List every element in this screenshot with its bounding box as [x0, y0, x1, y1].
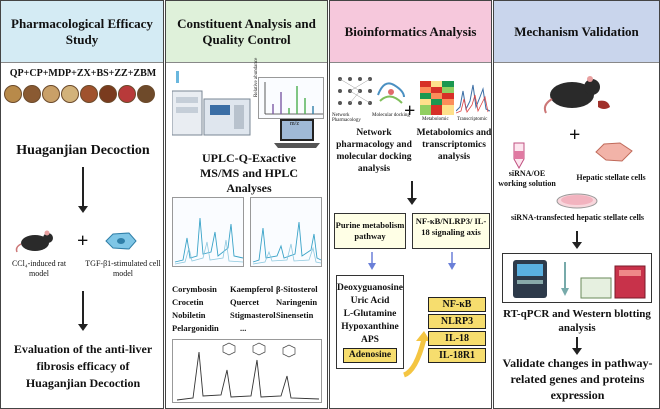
omics-analysis-text: Metabolomics and transcriptomics analysi…: [416, 128, 492, 162]
network-icon: [334, 73, 374, 118]
curved-arrow: [402, 331, 432, 384]
panel-title: Constituent Analysis and Quality Control: [166, 1, 327, 63]
metabolomic-label: Metabolomic: [422, 117, 449, 122]
plus-sign: +: [569, 124, 581, 146]
herb-photo: [61, 85, 79, 103]
metabolite: APS: [361, 335, 379, 345]
herb-photo: [23, 85, 41, 103]
ms-spectrum-plot: [258, 77, 324, 119]
herb-photo: [118, 85, 136, 103]
herb-photo: [42, 85, 60, 103]
network-label: Network Pharmacology: [332, 113, 361, 123]
compound-name: Naringenin: [276, 297, 318, 307]
target-stack: NF-κB NLRP3 IL-18 IL-18R1: [428, 297, 486, 367]
herb-photo: [80, 85, 98, 103]
docking-icon: [374, 75, 408, 114]
herb-photo: [99, 85, 117, 103]
purine-pathway-text: Purine metabolism pathway: [335, 220, 405, 241]
plus-sign: +: [404, 100, 416, 122]
transfected-cells-label: siRNA-transfected hepatic stellate cells: [510, 213, 645, 222]
validation-conclusion: Validate changes in pathway-related gene…: [502, 356, 653, 402]
lab-equipment-box: [502, 253, 652, 303]
target-il18: IL-18: [428, 331, 486, 346]
rat-model-label: CCl₄-induced rat model: [11, 259, 67, 278]
stellate-cell-icon: [594, 141, 634, 168]
formula-text: QP+CP+MDP+ZX+BS+ZZ+ZBM: [9, 68, 157, 79]
laptop-icon: [274, 119, 320, 154]
metabolite: Uric Acid: [350, 296, 390, 306]
panel-title: Bioinformatics Analysis: [330, 1, 491, 63]
sirna-label: siRNA/OE working solution: [498, 169, 556, 188]
metabolite: Hypoxanthine: [341, 322, 399, 332]
target-il18r1: IL-18R1: [428, 348, 486, 363]
hplc-chromatogram: [250, 197, 322, 267]
metabolite-list-box: Deoxyguanosine Uric Acid L-Glutamine Hyp…: [336, 275, 404, 369]
compound-name: Sinensetin: [276, 310, 314, 320]
arrow-down-small: [448, 252, 456, 275]
docking-label: Molecular docking: [372, 113, 410, 118]
plus-sign: +: [77, 230, 89, 252]
compound-name: Quercet: [230, 297, 260, 307]
compound-name: Corymbosin: [172, 284, 217, 294]
compound-name: Kaempferol: [230, 284, 274, 294]
analysis-method: UPLC-Q-Exactive MS/MS and HPLC Analyses: [199, 151, 298, 195]
target-nlrp3: NLRP3: [428, 314, 486, 329]
hplc-chromatogram: [172, 197, 244, 267]
arrow-down-small: [368, 252, 376, 275]
spectrum-ylabel: Relative abundance: [254, 57, 259, 97]
compound-name: Stigmasterol: [230, 310, 276, 320]
assay-label: RT-qPCR and Western blotting analysis: [503, 308, 651, 334]
rat-icon: [15, 229, 59, 258]
metabolite: L-Glutamine: [343, 309, 397, 319]
arrow-down: [78, 167, 88, 213]
panel-constituent: Constituent Analysis and Quality Control: [165, 0, 328, 409]
efficacy-conclusion: Evaluation of the anti-liver fibrosis ef…: [13, 342, 153, 390]
stellate-cell-label: Hepatic stellate cells: [576, 173, 646, 182]
purine-pathway-box: Purine metabolism pathway: [334, 213, 406, 249]
panel-title: Pharmacological Efficacy Study: [1, 1, 163, 63]
heatmap-icon: [420, 81, 454, 120]
compound-name: Nobiletin: [172, 310, 206, 320]
arrow-down: [572, 337, 582, 355]
cell-icon: [103, 229, 139, 258]
transcriptomic-label: Transcriptomic: [457, 117, 488, 122]
panel-title: Mechanism Validation: [494, 1, 659, 63]
cell-model-label: TGF-β1-stimulated cell model: [85, 259, 161, 278]
nfkb-axis-text: NF-κB/NLRP3/ IL-18 signaling axis: [415, 216, 487, 237]
nfkb-axis-box: NF-κB/NLRP3/ IL-18 signaling axis: [412, 213, 490, 249]
spectrum-xlabel: m/z: [290, 121, 299, 127]
herb-photo: [137, 85, 155, 103]
petri-dish-icon: [556, 193, 598, 214]
herb-photo: [4, 85, 22, 103]
arrow-down: [407, 181, 417, 205]
structure-chromatogram: [172, 339, 322, 403]
panel-efficacy: Pharmacological Efficacy Study QP+CP+MDP…: [0, 0, 164, 409]
rat-liver-icon: [542, 71, 612, 120]
decoction-name: Huaganjian Decoction: [16, 143, 150, 158]
network-analysis-text: Network pharmacology and molecular docki…: [336, 128, 412, 174]
metabolite: Deoxyguanosine: [337, 283, 403, 293]
pcr-western-equipment: [513, 260, 646, 299]
compound-name: ...: [240, 323, 247, 333]
metabolite-adenosine: Adenosine: [343, 348, 397, 363]
panel-validation: Mechanism Validation + siRNA/OE working …: [493, 0, 660, 409]
target-nfkb: NF-κB: [428, 297, 486, 312]
tube-icon: [512, 141, 526, 174]
compound-name: Crocetin: [172, 297, 204, 307]
arrow-down: [78, 291, 88, 331]
transcriptome-icon: [455, 81, 491, 120]
panel-bioinformatics: Bioinformatics Analysis Network Pharmaco…: [329, 0, 492, 409]
compound-name: Pelargonidin: [172, 323, 219, 333]
arrow-down: [572, 231, 582, 249]
compound-name: β-Sitosterol: [276, 284, 318, 294]
instrument-icon: [171, 71, 258, 148]
